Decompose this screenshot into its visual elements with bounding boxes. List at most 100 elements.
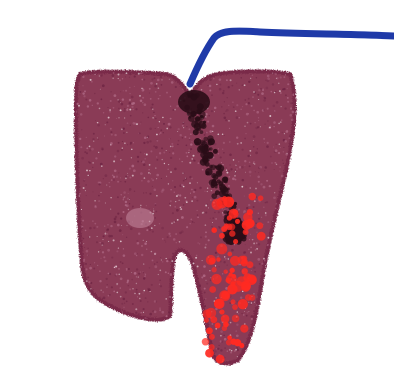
grain-speck [75, 248, 77, 250]
grain-speck [168, 169, 169, 170]
stipple-dot [277, 241, 279, 243]
stipple-dot [120, 181, 121, 182]
stipple-dot [174, 168, 177, 171]
stipple-dot [165, 242, 166, 243]
stipple-dot [242, 106, 243, 107]
grain-speck [224, 256, 225, 257]
grain-speck [294, 156, 295, 157]
red-dot [233, 239, 238, 244]
stipple-dot [117, 224, 120, 227]
stipple-dot [297, 93, 298, 94]
red-dot [225, 293, 230, 298]
grain-speck [108, 241, 109, 242]
stipple-dot [193, 319, 195, 321]
grain-speck [270, 274, 271, 275]
stipple-dot [254, 340, 255, 341]
stipple-dot [133, 142, 134, 143]
stipple-dot [96, 241, 98, 243]
stipple-dot [160, 257, 161, 258]
stipple-dot [69, 204, 71, 206]
grain-speck [237, 356, 238, 357]
stipple-dot [292, 353, 294, 355]
stipple-dot [141, 79, 143, 81]
stipple-dot [214, 107, 217, 110]
red-dot [227, 335, 232, 340]
stipple-dot [299, 144, 301, 146]
stipple-dot [174, 186, 176, 188]
stipple-dot [287, 101, 289, 103]
stipple-dot [190, 69, 191, 70]
stipple-dot [110, 225, 112, 227]
stipple-dot [255, 122, 256, 123]
stipple-dot [113, 355, 114, 356]
stipple-dot [123, 90, 124, 91]
grain-speck [168, 164, 169, 165]
stipple-dot [266, 87, 269, 90]
grain-speck [239, 68, 240, 69]
grain-speck [97, 122, 98, 123]
grain-speck [234, 244, 235, 245]
stipple-dot [292, 319, 294, 321]
stipple-dot [129, 203, 130, 204]
stipple-dot [143, 79, 145, 81]
stipple-dot [270, 185, 271, 186]
grain-speck [70, 215, 71, 216]
grain-speck [258, 213, 259, 214]
stipple-dot [107, 355, 109, 357]
stipple-dot [182, 137, 184, 139]
stipple-dot [210, 280, 212, 282]
grain-speck [158, 87, 160, 89]
grain-speck [80, 294, 82, 296]
stipple-dot [136, 276, 137, 277]
stipple-dot [153, 145, 155, 147]
grain-speck [122, 147, 123, 148]
grain-speck [287, 153, 288, 154]
stipple-dot [140, 300, 142, 302]
grain-speck [239, 89, 240, 90]
stipple-dot [282, 160, 283, 161]
stipple-dot [92, 105, 93, 106]
stipple-dot [284, 238, 286, 240]
grain-speck [297, 257, 298, 258]
grain-speck [177, 219, 179, 221]
stipple-dot [114, 134, 116, 136]
stipple-dot [129, 77, 130, 78]
grain-speck [121, 225, 122, 226]
stipple-dot [184, 269, 186, 271]
stipple-dot [291, 182, 292, 183]
stipple-dot [236, 334, 239, 337]
stipple-dot [79, 339, 81, 341]
stipple-dot [154, 265, 157, 268]
stipple-dot [151, 284, 153, 286]
grain-speck [180, 208, 182, 210]
stipple-dot [119, 229, 122, 232]
stipple-dot [140, 99, 143, 102]
stipple-dot [208, 239, 210, 241]
stipple-dot [128, 329, 129, 330]
stipple-dot [236, 116, 239, 119]
stipple-dot [85, 184, 86, 185]
stipple-dot [134, 86, 135, 87]
grain-speck [85, 321, 86, 322]
stipple-dot [228, 185, 230, 187]
stipple-dot [147, 301, 148, 302]
stipple-dot [124, 303, 125, 304]
grain-speck [88, 175, 89, 176]
stipple-dot [103, 256, 105, 258]
grain-speck [80, 331, 81, 332]
stipple-dot [127, 122, 129, 124]
stipple-dot [187, 279, 189, 281]
stipple-dot [116, 250, 118, 252]
grain-speck [183, 75, 184, 76]
stipple-dot [270, 308, 272, 310]
stipple-dot [103, 112, 104, 113]
stipple-dot [222, 149, 223, 150]
grain-speck [183, 127, 184, 128]
red-dot [226, 339, 232, 345]
stipple-dot [137, 242, 140, 245]
stipple-dot [291, 119, 294, 122]
stipple-dot [283, 269, 286, 272]
stipple-dot [141, 254, 143, 256]
grain-speck [237, 143, 239, 145]
stipple-dot [167, 352, 169, 354]
